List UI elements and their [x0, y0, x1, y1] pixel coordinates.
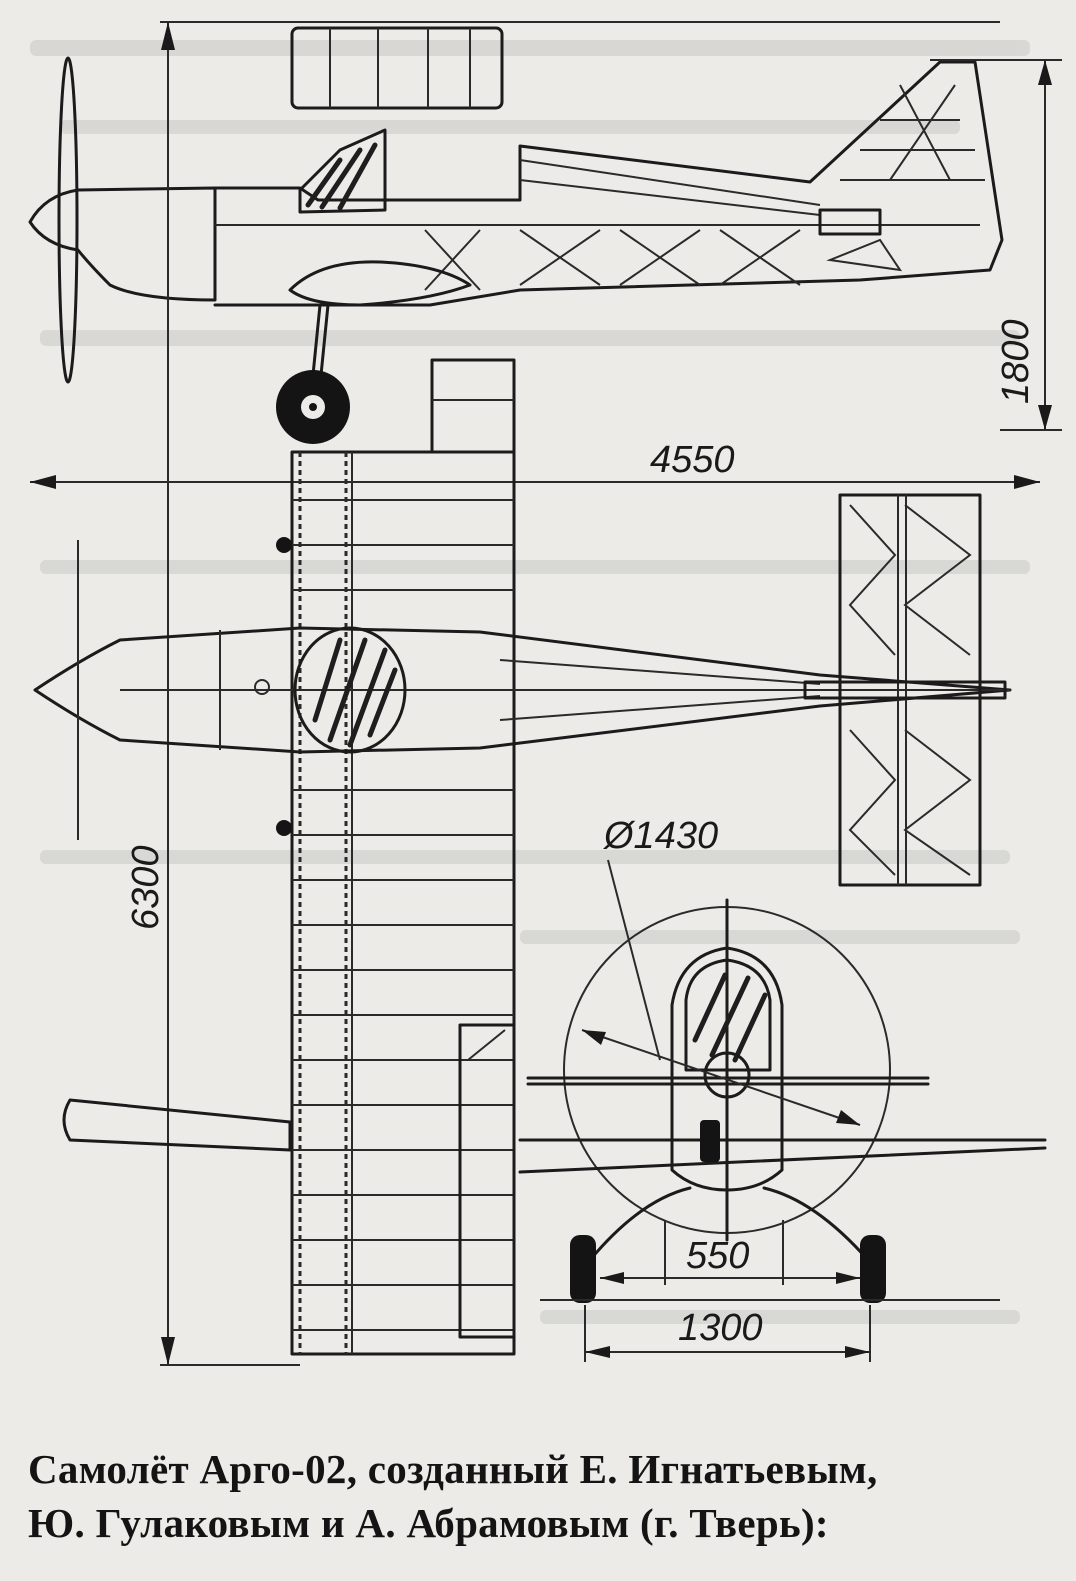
gear-leg-right [762, 1186, 870, 1262]
front-view: Ø1430 550 1300 [518, 815, 1047, 1362]
wing-tip-top [430, 358, 516, 454]
wingspan-dimension: 6300 [125, 21, 1000, 1366]
canopy-detail [290, 26, 504, 110]
dim-track-inner: 550 [686, 1235, 749, 1277]
wing-root-side [288, 260, 472, 307]
elevator-hinge [803, 680, 1007, 700]
fuselage-front [670, 946, 784, 1192]
horizontal-stabilizer [838, 493, 982, 887]
wheel-left [570, 1235, 596, 1303]
aircraft-drawing: 1800 4550 6300 [28, 21, 1062, 1366]
dim-height: 1800 [995, 319, 1037, 404]
height-dimension: 1800 [930, 59, 1062, 431]
fuselage-side [213, 60, 1004, 307]
dim-wingspan: 6300 [125, 845, 167, 930]
caption-line-1: Самолёт Арго-02, созданный Е. Игнатьевым… [28, 1446, 878, 1492]
side-view [28, 26, 1004, 444]
caption-line-2: Ю. Гулаковым и А. Абрамовым (г. Тверь): [28, 1500, 829, 1546]
cockpit-canopy-top [293, 626, 407, 754]
cockpit-canopy-side [298, 128, 387, 214]
wing-planform [290, 450, 516, 1356]
propeller-side [57, 56, 79, 384]
dim-track-outer: 1300 [678, 1307, 763, 1349]
top-view [33, 358, 1012, 1356]
tail-skid [818, 208, 882, 236]
figure-caption: Самолёт Арго-02, созданный Е. Игнатьевым… [28, 1442, 1058, 1550]
length-dimension: 4550 [30, 439, 1040, 489]
aileron [458, 1023, 516, 1339]
dim-propeller: Ø1430 [602, 815, 718, 857]
engine-cowling [28, 186, 217, 302]
background-bleed [30, 40, 1030, 1324]
wing-tip-left [62, 1098, 292, 1152]
dim-length: 4550 [650, 439, 735, 481]
gear-leg-left [588, 1186, 692, 1262]
wheel-right [860, 1235, 886, 1303]
